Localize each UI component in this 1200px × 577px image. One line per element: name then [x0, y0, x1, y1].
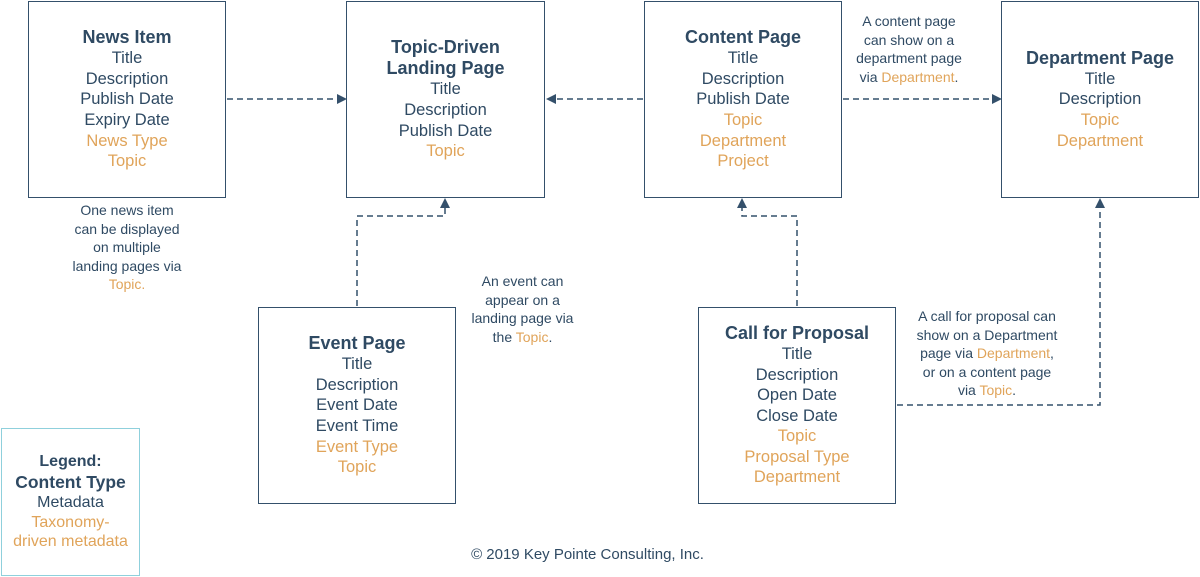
field-topic: Topic [107, 152, 147, 171]
proposal-note: A call for proposal can show on a Depart… [898, 307, 1076, 400]
topic-landing-page-box: Topic-Driven Landing Page Title Descript… [346, 1, 545, 198]
field-event-date: Event Date [316, 396, 398, 415]
field-department: Department [1056, 131, 1144, 150]
note-line: landing pages via [72, 257, 182, 274]
field-open-date: Open Date [757, 386, 837, 405]
field-topic: Topic [723, 111, 763, 129]
field-title: Title [781, 344, 813, 363]
note-text: . [954, 68, 959, 85]
event-page-box: Event Page Title Description Event Date … [258, 307, 456, 504]
call-for-proposal-box: Call for Proposal Title Description Open… [698, 307, 896, 504]
field-proposal-type: Proposal Type [744, 447, 850, 466]
field-title: Title [341, 355, 373, 374]
field-project: Project [717, 152, 769, 171]
field-close-date: Close Date [756, 406, 838, 425]
copyright-notice: © 2019 Key Pointe Consulting, Inc. [471, 546, 704, 563]
field-description: Description [404, 100, 487, 119]
note-text: the [492, 328, 516, 345]
field-title: Title [1084, 69, 1116, 88]
news-item-box: News Item Title Description Publish Date… [28, 1, 226, 198]
note-line: the Topic. [450, 328, 595, 347]
note-line: via Department. [840, 68, 978, 87]
field-title: Title [430, 80, 461, 99]
field-description: Description [1058, 90, 1142, 109]
field-publish-date: Publish Date [696, 90, 790, 109]
note-line: show on a Department [916, 326, 1058, 343]
content-department-note: A content page can show on a department … [840, 12, 978, 86]
note-line: department page [856, 50, 962, 66]
note-taxonomy-term: Topic [979, 382, 1013, 398]
field-title: Title [727, 49, 759, 68]
legend-taxonomy-line2: driven metadata [13, 533, 128, 551]
note-line: A call for proposal can [918, 308, 1056, 324]
department-page-title: Department Page [1025, 47, 1175, 68]
field-department: Department [699, 131, 787, 150]
note-line: can be displayed [74, 220, 180, 237]
field-topic: Topic [777, 427, 817, 446]
note-line: appear on a [485, 291, 560, 308]
field-description: Description [701, 69, 785, 88]
note-line: or on a content page [922, 363, 1052, 380]
note-line: A content page [862, 13, 956, 29]
note-taxonomy-term: Topic. [108, 276, 146, 292]
field-title: Title [111, 49, 143, 68]
field-event-type: Event Type [315, 437, 399, 456]
field-department: Department [753, 468, 841, 487]
note-text: via [957, 382, 980, 398]
legend-content-type: Content Type [15, 472, 126, 493]
field-description: Description [755, 365, 839, 384]
content-page-box: Content Page Title Description Publish D… [644, 1, 842, 198]
field-publish-date: Publish Date [80, 90, 174, 109]
note-text: , [1050, 345, 1054, 361]
note-line: An event can [481, 273, 564, 289]
legend-box: Legend: Content Type Metadata Taxonomy- … [1, 428, 140, 576]
field-topic: Topic [337, 458, 377, 477]
landing-page-title-line2: Landing Page [386, 58, 505, 79]
legend-heading: Legend: [39, 453, 102, 471]
field-description: Description [85, 69, 169, 88]
field-event-time: Event Time [315, 417, 399, 435]
news-topic-note: One news item can be displayed on multip… [52, 201, 202, 294]
content-page-title: Content Page [684, 27, 801, 48]
note-taxonomy-term: Topic [515, 328, 549, 345]
note-line: landing page via [471, 310, 574, 326]
field-description: Description [315, 375, 399, 394]
call-for-proposal-title: Call for Proposal [724, 322, 870, 343]
arrow-proposal-to-content [737, 198, 798, 306]
note-text: . [548, 328, 553, 345]
note-line: One news item [80, 202, 174, 218]
field-topic: Topic [1080, 111, 1120, 129]
field-publish-date: Publish Date [398, 121, 493, 140]
note-text: . [1012, 382, 1017, 398]
news-item-title: News Item [82, 27, 172, 48]
event-topic-note: An event can appear on a landing page vi… [450, 272, 595, 346]
note-line: on multiple [93, 239, 161, 255]
event-page-title: Event Page [308, 333, 406, 354]
note-line: via Topic. [898, 381, 1076, 400]
field-expiry-date: Expiry Date [84, 111, 170, 129]
legend-metadata: Metadata [37, 494, 104, 512]
legend-taxonomy-line1: Taxonomy- [31, 513, 110, 531]
landing-page-title-line1: Topic-Driven [391, 37, 500, 58]
note-taxonomy-term: Department [881, 68, 955, 85]
note-taxonomy-term: Department [976, 345, 1051, 361]
field-topic: Topic [426, 142, 465, 161]
arrow-event-to-landing [356, 198, 450, 306]
department-page-box: Department Page Title Description Topic … [1001, 1, 1199, 198]
arrow-proposal-to-department [897, 198, 1105, 406]
field-news-type: News Type [86, 131, 168, 150]
note-line: page via Department, [898, 344, 1076, 363]
note-line: can show on a [863, 31, 955, 48]
note-text: page via [920, 345, 977, 361]
note-text: via [859, 68, 882, 85]
